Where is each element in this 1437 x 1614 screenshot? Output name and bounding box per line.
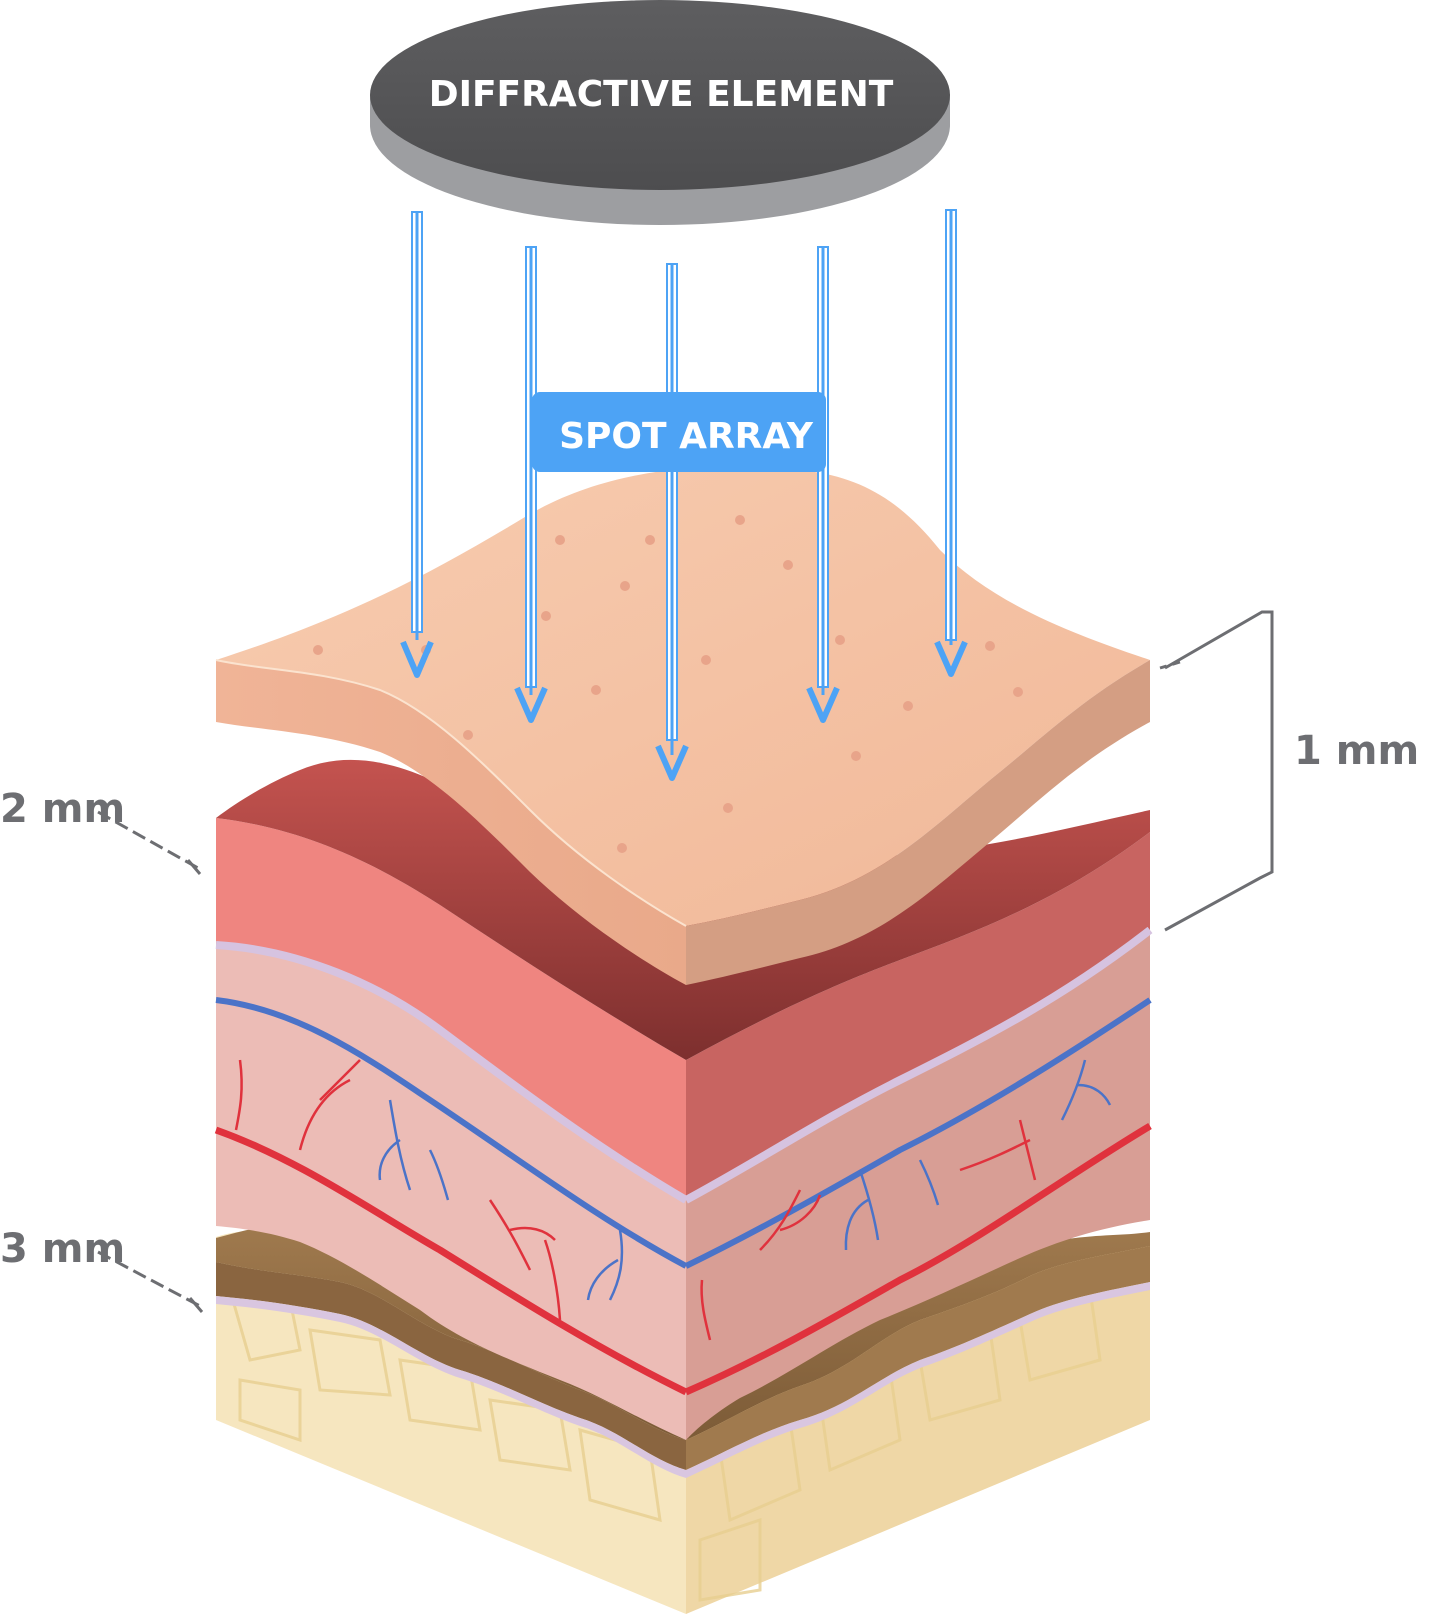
epidermis-layer xyxy=(215,466,1150,985)
spot-array-label: SPOT ARRAY xyxy=(559,416,814,457)
beam-arrow xyxy=(400,211,434,678)
element-label: DIFFRACTIVE ELEMENT xyxy=(429,74,894,115)
beam-arrow xyxy=(655,263,689,781)
diffractive-element: DIFFRACTIVE ELEMENT xyxy=(370,0,950,225)
spot-array-badge: SPOT ARRAY xyxy=(532,392,826,472)
callout-leader-bottom xyxy=(97,1250,204,1313)
callout-right-label: 1 mm xyxy=(1294,728,1419,774)
beam-arrow xyxy=(934,209,968,677)
callout-left-top-label: 2 mm xyxy=(0,786,125,832)
callout-left-bottom-label: 3 mm xyxy=(0,1226,125,1272)
depth-bracket xyxy=(1159,610,1274,932)
callout-leader-top xyxy=(97,810,202,875)
